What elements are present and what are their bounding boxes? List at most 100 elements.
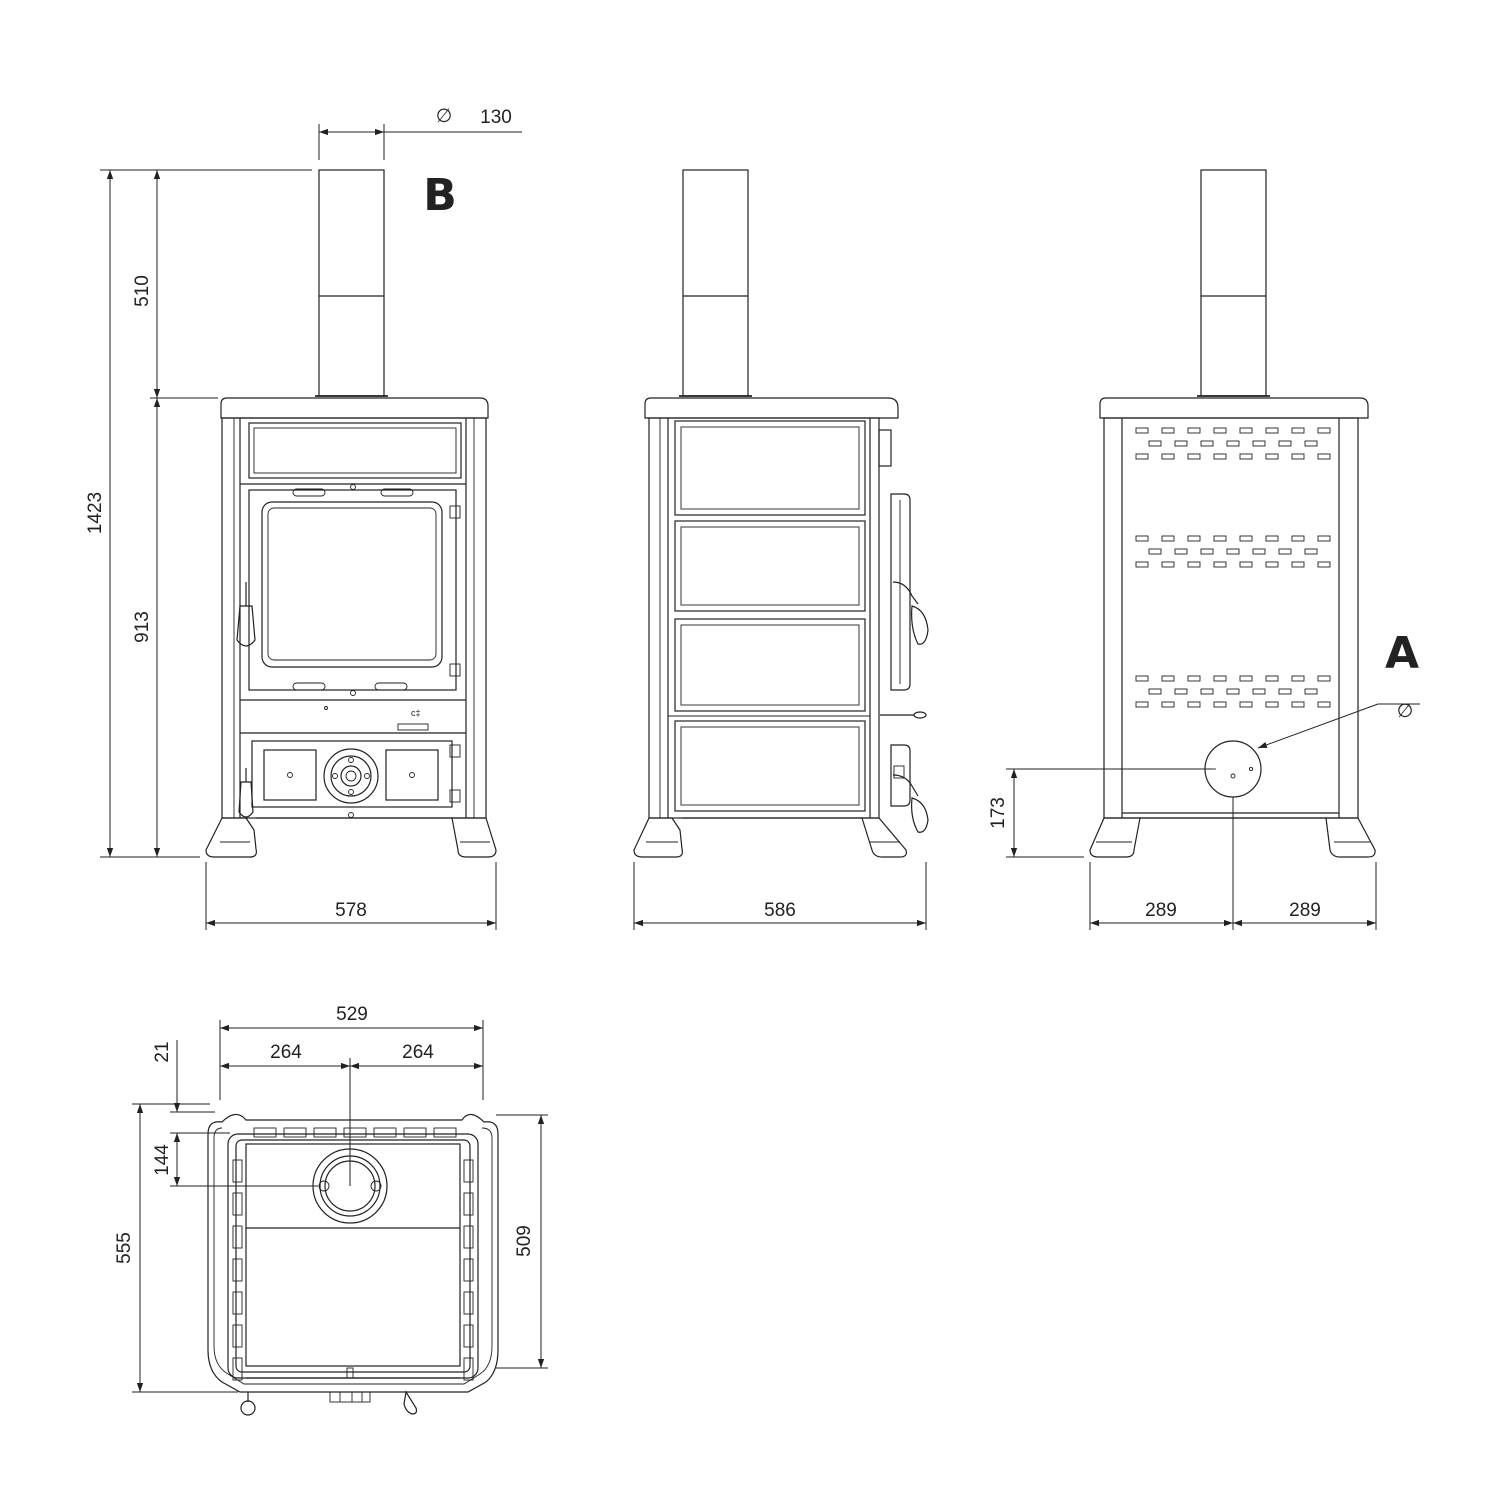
- top-vent-slot: [232, 1159, 243, 1183]
- top-vent-slot: [433, 1127, 457, 1138]
- side-top-plate: [644, 397, 899, 419]
- rear-vent-slot: [1161, 453, 1175, 460]
- rear-vent-slot: [1226, 688, 1240, 695]
- rear-vent-slot: [1278, 440, 1292, 447]
- rear-vent-slot: [1317, 427, 1331, 434]
- rear-top-plate: [1099, 397, 1369, 419]
- front-feet: [205, 817, 497, 858]
- rear-vent-slot: [1265, 701, 1279, 708]
- dim-top-half-left: 264: [270, 1042, 302, 1063]
- dim-top-depth-body: 509: [514, 1225, 535, 1257]
- dim-top-offset-144: 144: [152, 1144, 173, 1176]
- rear-vent-slot: [1291, 453, 1305, 460]
- rear-vent-slot: [1135, 427, 1149, 434]
- top-vent-slot: [232, 1357, 243, 1381]
- top-front-controls: [240, 1367, 460, 1416]
- diameter-symbol-outlet: ∅: [1397, 701, 1414, 722]
- top-vent-slot: [343, 1127, 367, 1138]
- rear-vent-slot: [1187, 453, 1201, 460]
- view-label-a: A: [1385, 628, 1419, 679]
- top-vent-slot: [232, 1192, 243, 1216]
- rear-vent-slot: [1148, 440, 1162, 447]
- view-labels: B A: [423, 170, 1419, 679]
- rear-vent-slot: [1239, 561, 1253, 568]
- svg-text:c‡: c‡: [411, 708, 421, 718]
- rear-vent-slot: [1291, 561, 1305, 568]
- dim-body-height: 913: [132, 611, 153, 643]
- side-feet: [633, 817, 907, 858]
- side-door-profile: [878, 429, 929, 833]
- rear-vent-slot: [1148, 548, 1162, 555]
- dim-top-half-right: 264: [402, 1042, 434, 1063]
- rear-vent-slot: [1291, 535, 1305, 542]
- dim-side-width: 586: [764, 900, 796, 921]
- front-view: c‡: [205, 169, 497, 858]
- rear-vent-slot: [1291, 701, 1305, 708]
- rear-vent-slot: [1252, 548, 1266, 555]
- front-air-knob-icon: [323, 748, 379, 804]
- rear-vent-slot: [1239, 535, 1253, 542]
- rear-vent-slot: [1317, 701, 1331, 708]
- rear-vent-slot: [1265, 427, 1279, 434]
- top-vent-slot: [313, 1127, 337, 1138]
- rear-vent-slot: [1304, 688, 1318, 695]
- top-vent-slot: [463, 1258, 474, 1282]
- rear-vent-slot: [1213, 701, 1227, 708]
- rear-vent-slot: [1239, 675, 1253, 682]
- rear-vent-slot: [1187, 427, 1201, 434]
- top-vent-slot: [463, 1225, 474, 1249]
- rear-vent-slot: [1317, 453, 1331, 460]
- rear-vent-slot: [1187, 561, 1201, 568]
- rear-vent-slot: [1213, 561, 1227, 568]
- rear-vent-slot: [1252, 440, 1266, 447]
- top-vent-slot: [373, 1127, 397, 1138]
- top-vent-slot: [403, 1127, 427, 1138]
- rear-vent-slot: [1200, 440, 1214, 447]
- rear-vent-slot: [1265, 561, 1279, 568]
- dimension-labels: ∅ 130 1423 510 913 578 586 289 289 173 ∅…: [85, 106, 1413, 1264]
- front-top-plate: [220, 397, 489, 419]
- rear-vent-slot: [1174, 688, 1188, 695]
- rear-vent-slot: [1291, 427, 1305, 434]
- rear-vent-slot: [1213, 453, 1227, 460]
- rear-vent-slot: [1239, 701, 1253, 708]
- rear-vent-slot: [1174, 548, 1188, 555]
- rear-vent-slot: [1265, 535, 1279, 542]
- top-vent-slot: [463, 1324, 474, 1348]
- dim-top-offset-21: 21: [152, 1041, 173, 1062]
- rear-vent-slot: [1278, 548, 1292, 555]
- top-vent-slots: [232, 1127, 474, 1381]
- rear-vent-slot: [1239, 427, 1253, 434]
- dim-flue-diameter: 130: [480, 107, 512, 128]
- rear-vent-slot: [1213, 427, 1227, 434]
- top-vent-slot: [232, 1291, 243, 1315]
- rear-body: [1103, 417, 1359, 819]
- rear-vent-slot: [1265, 453, 1279, 460]
- rear-vent-slot: [1317, 561, 1331, 568]
- rear-vent-slot: [1239, 453, 1253, 460]
- rear-vent-slot: [1291, 675, 1305, 682]
- top-vent-slot: [283, 1127, 307, 1138]
- dim-rear-half-left: 289: [1145, 900, 1177, 921]
- view-label-b: B: [423, 170, 457, 221]
- dim-top-width: 529: [336, 1004, 368, 1025]
- top-vent-slot: [253, 1127, 277, 1138]
- rear-vent-slot: [1174, 440, 1188, 447]
- diameter-symbol-flue: ∅: [436, 106, 453, 127]
- side-body: [648, 417, 880, 819]
- rear-vent-slot: [1135, 675, 1149, 682]
- rear-vent-slot: [1317, 535, 1331, 542]
- rear-view: [1089, 169, 1376, 858]
- rear-vent-slot: [1161, 561, 1175, 568]
- front-fire-door: c‡: [236, 484, 466, 734]
- top-vent-slot: [463, 1192, 474, 1216]
- top-vent-slot: [463, 1291, 474, 1315]
- rear-vent-slot: [1200, 548, 1214, 555]
- top-vent-slot: [463, 1159, 474, 1183]
- dim-flue-height: 510: [132, 275, 153, 307]
- rear-vent-slots: [1135, 427, 1331, 708]
- rear-flue-outlet-a: [1204, 740, 1262, 798]
- top-vent-slot: [232, 1225, 243, 1249]
- rear-flue-pipe: [1197, 169, 1270, 397]
- front-door-handle: [236, 582, 256, 647]
